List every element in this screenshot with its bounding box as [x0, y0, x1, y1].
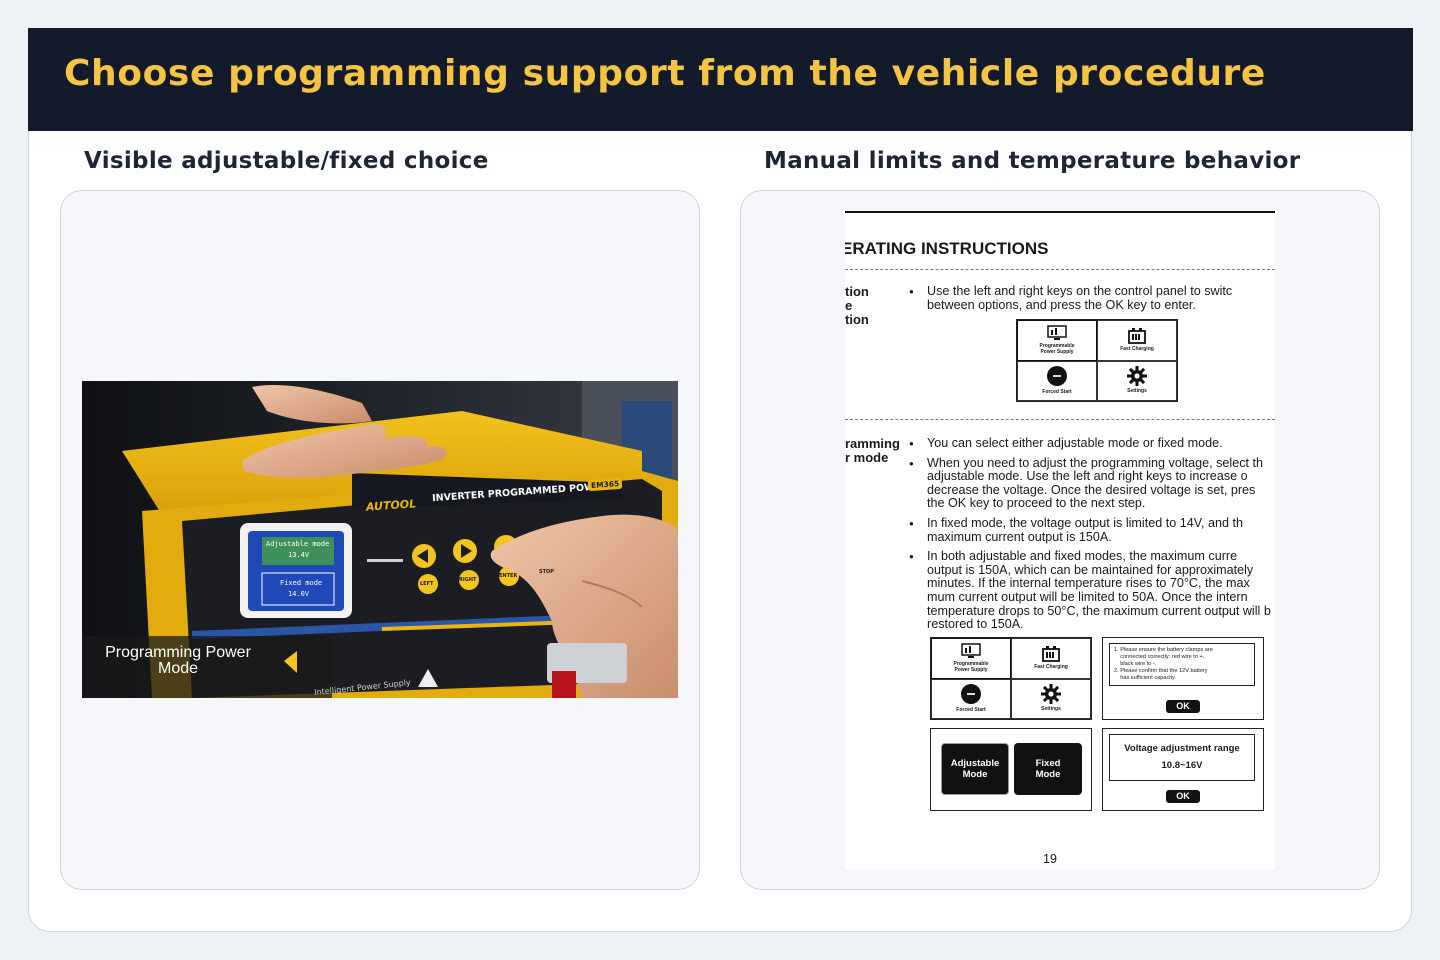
manual-heading: ERATING INSTRUCTIONS — [845, 239, 1049, 258]
menu-screen: Programmable Power Supply Fast Charging … — [930, 637, 1092, 720]
key-left-label: LEFT — [420, 581, 434, 587]
menu-forced-start-label: Forced Start — [1042, 389, 1072, 396]
menu-programmable: Programmable Power Supply — [1017, 320, 1097, 361]
device-photo-art — [82, 381, 678, 698]
adjustable-mode-button: Adjustable Mode — [941, 743, 1009, 795]
bullet: When you need to adjust the programming … — [909, 456, 1271, 511]
menu-fast-charging: Fast Charging — [1011, 638, 1091, 679]
mode-select-screen: Adjustable Mode Fixed Mode — [930, 728, 1092, 811]
range-value: 10.8~16V — [1161, 760, 1203, 771]
start-button-icon — [1047, 366, 1067, 387]
battery-icon — [1128, 327, 1146, 344]
title-banner: Choose programming support from the vehi… — [28, 28, 1413, 131]
gear-icon — [1041, 684, 1061, 705]
divider — [845, 269, 1275, 270]
manual-page: ERATING INSTRUCTIONS tion e tion Use the… — [845, 211, 1275, 870]
menu-forced-start-label: Forced Start — [956, 707, 986, 714]
section2-label: ramming r mode — [845, 436, 900, 465]
page-number: 19 — [1043, 852, 1057, 866]
battery-icon — [1042, 645, 1060, 662]
menu-settings-label: Settings — [1127, 388, 1147, 395]
top-rule — [845, 211, 1275, 213]
right-panel: ERATING INSTRUCTIONS tion e tion Use the… — [740, 190, 1380, 890]
ok-button: OK — [1166, 700, 1200, 713]
left-column-title: Visible adjustable/fixed choice — [84, 148, 489, 174]
bullet: Use the left and right keys on the contr… — [909, 284, 1232, 312]
lcd-fixed-voltage: 14.0V — [288, 590, 310, 598]
slide-title: Choose programming support from the vehi… — [64, 53, 1266, 94]
bullet: In fixed mode, the voltage output is lim… — [909, 516, 1271, 544]
range-title: Voltage adjustment range — [1124, 743, 1240, 754]
voltage-range-screen: Voltage adjustment range 10.8~16V OK — [1102, 728, 1264, 811]
monitor-icon — [1047, 325, 1067, 341]
menu-fast-charging: Fast Charging — [1097, 320, 1177, 361]
menu-forced-start: Forced Start — [1017, 360, 1097, 401]
menu-programmable-label: Programmable Power Supply — [1039, 343, 1075, 355]
right-column-title: Manual limits and temperature behavior — [764, 148, 1301, 174]
video-caption: Programming Power Mode — [105, 644, 251, 677]
fixed-mode-button: Fixed Mode — [1014, 743, 1082, 795]
device-photo: AUTOOL INVERTER PROGRAMMED POWER EM365 A… — [82, 381, 678, 698]
key-enter-label: ENTER — [499, 573, 518, 579]
bullet: In both adjustable and fixed modes, the … — [909, 549, 1271, 632]
monitor-icon — [961, 643, 981, 659]
divider — [845, 419, 1275, 420]
key-right-label: RIGHT — [459, 577, 477, 583]
section2-bullets: You can select either adjustable mode or… — [909, 436, 1271, 638]
left-panel: AUTOOL INVERTER PROGRAMMED POWER EM365 A… — [60, 190, 700, 890]
menu-fast-charging-label: Fast Charging — [1120, 345, 1154, 352]
start-button-icon — [961, 684, 981, 705]
range-box: Voltage adjustment range 10.8~16V — [1109, 734, 1255, 781]
menu-screen: Programmable Power Supply Fast Charging … — [1016, 319, 1178, 402]
notice-text: 1. Please ensure the battery clamps are … — [1109, 643, 1255, 686]
section1-label: tion e tion — [845, 284, 869, 327]
menu-settings: Settings — [1097, 360, 1177, 401]
section1-bullets: Use the left and right keys on the contr… — [909, 284, 1232, 318]
menu-programmable-label: Programmable Power Supply — [953, 661, 989, 673]
menu-settings-label: Settings — [1041, 706, 1061, 713]
key-stop-label: STOP — [539, 569, 554, 575]
bullet: You can select either adjustable mode or… — [909, 436, 1271, 451]
lcd-adjustable-voltage: 13.4V — [288, 551, 310, 559]
menu-settings: Settings — [1011, 678, 1091, 719]
menu-fast-charging-label: Fast Charging — [1034, 663, 1068, 670]
lcd-adjustable-mode: Adjustable mode — [266, 540, 330, 548]
menu-programmable: Programmable Power Supply — [931, 638, 1011, 679]
lcd-fixed-mode: Fixed mode — [280, 579, 323, 587]
notice-screen: 1. Please ensure the battery clamps are … — [1102, 637, 1264, 720]
ok-button: OK — [1166, 790, 1200, 803]
gear-icon — [1127, 366, 1147, 387]
menu-forced-start: Forced Start — [931, 678, 1011, 719]
